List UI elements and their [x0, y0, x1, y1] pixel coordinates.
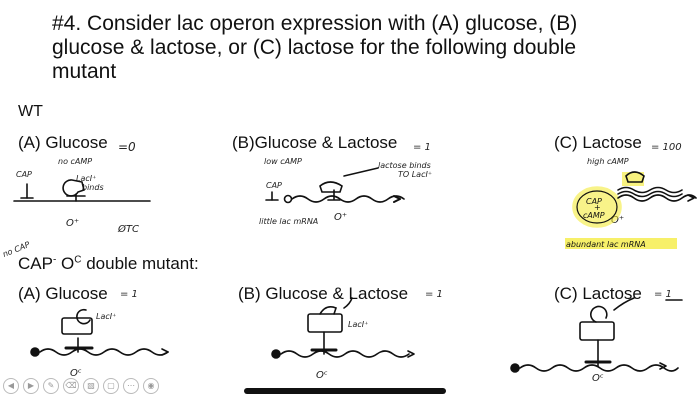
wt-b-cap: CAP: [266, 181, 282, 190]
wt-b-little-mrna: little lac mRNA: [259, 217, 319, 226]
mut-b-laci: LacI⁺: [348, 320, 369, 329]
pen-icon[interactable]: ✎: [43, 378, 59, 394]
mutant-title: CAP- OC double mutant:: [18, 254, 199, 274]
wt-c-high-camp: high cAMP: [587, 157, 629, 166]
mut-a-heading: (A) Glucose: [18, 284, 108, 303]
mutant-title-sup2: C: [74, 254, 82, 266]
forward-icon[interactable]: ▶: [23, 378, 39, 394]
mut-c-operator: Oᶜ: [592, 373, 604, 384]
wt-a-operator: O⁺: [66, 218, 80, 229]
question-line-2: glucose & lactose, or (C) lactose for th…: [52, 36, 577, 59]
wt-b-value: = 1: [413, 142, 431, 153]
wt-b-to-laci: TO LacI⁺: [398, 170, 433, 179]
mut-a-operator: Oᶜ: [70, 368, 82, 379]
mut-b-operator: Oᶜ: [316, 370, 328, 381]
mut-a-sketch: [30, 308, 169, 357]
mut-b-heading: (B) Glucose & Lactose: [238, 284, 409, 303]
wt-a-cap: CAP: [16, 170, 32, 179]
wt-a-sketch: [13, 179, 151, 202]
wt-label: WT: [18, 103, 43, 120]
highlighter-icon[interactable]: ▧: [83, 378, 99, 394]
mutant-title-prefix: CAP: [18, 254, 53, 273]
mut-a-value: = 1: [120, 289, 138, 300]
wt-c-heading: (C) Lactose: [554, 133, 642, 152]
wt-a-value: =0: [118, 140, 136, 154]
mut-c-heading: (C) Lactose: [554, 284, 642, 303]
wt-b-operator: O⁺: [334, 212, 348, 223]
wt-c-cap: CAP: [586, 197, 602, 206]
wt-a-heading: (A) Glucose: [18, 133, 108, 152]
eraser-icon[interactable]: ⌫: [63, 378, 79, 394]
wt-b-lactose-binds: lactose binds: [378, 161, 431, 170]
wt-c-sketch: CAP + cAMP abundant lac mRNA: [565, 171, 697, 249]
wt-a-binds: binds: [82, 183, 104, 192]
question-line-3: mutant: [52, 60, 117, 83]
mut-c-value: = 1: [654, 289, 672, 300]
wt-c-camp: cAMP: [583, 211, 605, 220]
mutant-title-sup1: -: [52, 254, 57, 266]
mut-b-sketch: [271, 297, 415, 359]
wt-c-value: = 100: [651, 142, 682, 153]
wt-c-operator: O⁺: [611, 215, 625, 226]
wt-a-laci: LacI⁺: [76, 174, 97, 183]
mut-a-laci: LacI⁺: [96, 312, 117, 321]
color-icon[interactable]: ◉: [143, 378, 159, 394]
wt-b-low-camp: low cAMP: [264, 157, 302, 166]
shape-icon[interactable]: ▢: [103, 378, 119, 394]
wt-a-no-camp: no cAMP: [58, 157, 93, 166]
more-icon[interactable]: ⋯: [123, 378, 139, 394]
wt-a-tc: ØTC: [118, 224, 139, 235]
wt-c-abundant: abundant lac mRNA: [566, 240, 646, 249]
wt-c-plus: +: [594, 203, 601, 212]
wt-b-heading: (B)Glucose & Lactose: [232, 133, 398, 152]
wt-b-sketch: [265, 167, 405, 204]
scroll-bar[interactable]: [244, 388, 446, 394]
annotation-toolbar: ◀ ▶ ✎ ⌫ ▧ ▢ ⋯ ◉: [3, 378, 159, 396]
question-line-1: #4. Consider lac operon expression with …: [52, 12, 578, 35]
mut-c-sketch: [510, 297, 683, 373]
back-icon[interactable]: ◀: [3, 378, 19, 394]
question-text: #4. Consider lac operon expression with …: [52, 12, 692, 84]
mutant-title-mid: O: [56, 254, 75, 273]
mut-b-value: = 1: [425, 289, 443, 300]
mutant-title-suffix: double mutant:: [81, 254, 199, 273]
